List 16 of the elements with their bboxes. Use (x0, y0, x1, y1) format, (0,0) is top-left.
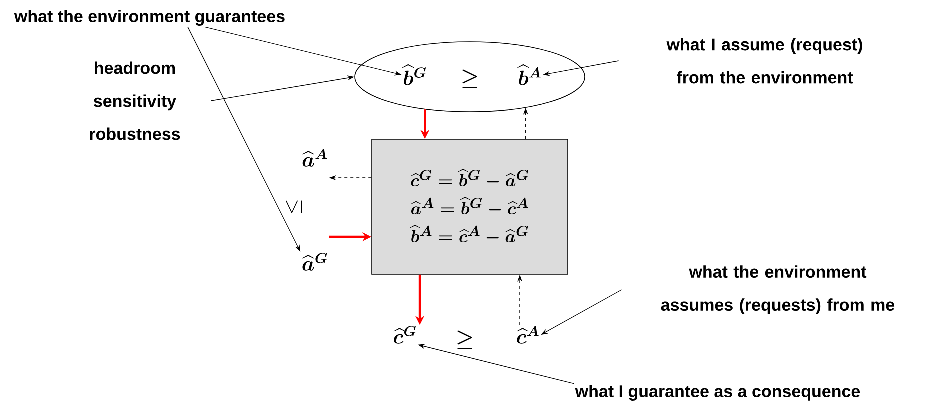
caption-text: what the environment assumes (requests) from me (661, 266, 895, 314)
equation-box: $\widehat{c}^{G}=\widehat{b}^{G}-\widehat{a}^{G}$ $\widehat{a}^{A}=\widehat{b}^{G}-\widehat{c}^{A}$ $\widehat{b}^{A}=\widehat{c}^{A}-\widehat{a}^{G}$ (372, 139, 568, 275)
caption-text: headroom sensitivity robustness (90, 62, 180, 140)
ellipse (354, 42, 586, 112)
caption-text: what I guarantee as a consequence (575, 385, 860, 401)
formula: $\widehat{a}^{A}$ (302, 148, 328, 167)
formula: $\widehat{a}^{G}$ (302, 253, 328, 271)
relation-symbol: $\geq$ (458, 330, 472, 350)
formula: $\widehat{c}^{A}$ (516, 326, 539, 344)
formula: $\widehat{b}^{A}$ (518, 64, 541, 86)
formula: $\widehat{c}^{G}$ (394, 326, 416, 344)
formula: $\widehat{b}^{G}$ (402, 64, 426, 86)
relation-symbol: $\leq$ (286, 200, 302, 214)
relation-symbol: $\geq$ (462, 70, 478, 88)
caption-text: what the environment guarantees (14, 10, 285, 26)
caption-text: what I assume (request) from the environment (666, 38, 862, 84)
